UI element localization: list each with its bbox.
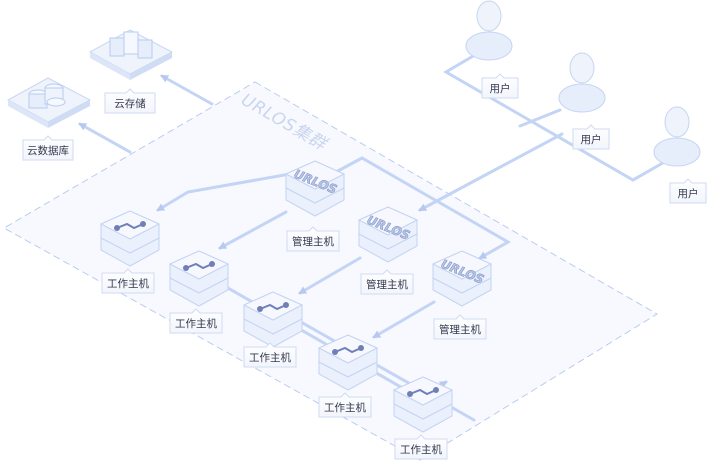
manager-host-label: 管理主机 xyxy=(286,226,340,252)
database-cylinders-icon xyxy=(28,83,66,109)
svg-text:工作主机: 工作主机 xyxy=(324,401,366,414)
cloud-database-node xyxy=(6,77,92,128)
worker-host-label: 工作主机 xyxy=(101,268,155,294)
user-avatar-icon xyxy=(558,52,606,113)
worker-host-label: 工作主机 xyxy=(243,342,297,368)
svg-text:云存储: 云存储 xyxy=(114,97,146,110)
svg-text:工作主机: 工作主机 xyxy=(107,277,149,290)
worker-host-node xyxy=(99,210,161,267)
user-link-line xyxy=(518,108,562,128)
svg-text:工作主机: 工作主机 xyxy=(175,317,217,330)
manager-host-label: 管理主机 xyxy=(360,269,414,295)
worker-host-label: 工作主机 xyxy=(318,392,372,418)
svg-text:管理主机: 管理主机 xyxy=(292,235,334,248)
manager-link-line xyxy=(372,300,436,339)
svg-text:工作主机: 工作主机 xyxy=(249,351,291,364)
svg-text:用户: 用户 xyxy=(678,187,699,200)
svg-text:工作主机: 工作主机 xyxy=(400,443,442,456)
cloud-database-label: 云数据库 xyxy=(22,135,74,161)
manager-host-node: URLOS xyxy=(357,206,419,263)
manager-host-node: URLOS xyxy=(284,160,346,217)
svg-text:云数据库: 云数据库 xyxy=(27,144,69,157)
worker-host-label: 工作主机 xyxy=(169,308,223,334)
worker-host-node xyxy=(392,376,454,433)
manager-link-line xyxy=(156,172,292,212)
user-node xyxy=(465,0,513,61)
cloud-storage-label: 云存储 xyxy=(104,88,156,114)
user-label: 用户 xyxy=(669,178,707,204)
svg-text:管理主机: 管理主机 xyxy=(439,323,481,336)
manager-link-line xyxy=(298,256,362,295)
node-network-icon xyxy=(332,345,364,355)
node-network-icon xyxy=(257,302,289,312)
user-avatar-icon xyxy=(465,0,513,61)
manager-host-node: URLOS xyxy=(431,250,493,307)
worker-host-node xyxy=(168,250,230,307)
user-node xyxy=(653,106,701,167)
database-link-line xyxy=(78,122,132,154)
user-avatar-icon xyxy=(653,106,701,167)
user-link-line xyxy=(443,50,670,182)
user-link-line xyxy=(418,132,564,212)
manager-host-label: 管理主机 xyxy=(433,314,487,340)
storage-boxes-icon xyxy=(109,31,153,59)
node-network-icon xyxy=(407,387,439,397)
storage-link-line xyxy=(160,74,214,106)
node-network-icon xyxy=(114,221,146,231)
manager-link-line xyxy=(218,210,288,250)
worker-host-label: 工作主机 xyxy=(394,434,448,460)
svg-text:用户: 用户 xyxy=(581,133,602,146)
user-label: 用户 xyxy=(572,124,610,150)
node-network-icon xyxy=(183,261,215,271)
manager-link-line xyxy=(334,156,512,260)
user-node xyxy=(558,52,606,113)
user-label: 用户 xyxy=(481,73,519,99)
worker-host-node xyxy=(242,291,304,348)
worker-host-node xyxy=(317,334,379,391)
svg-text:管理主机: 管理主机 xyxy=(366,278,408,291)
svg-text:用户: 用户 xyxy=(490,82,511,95)
cloud-storage-node xyxy=(88,29,174,80)
